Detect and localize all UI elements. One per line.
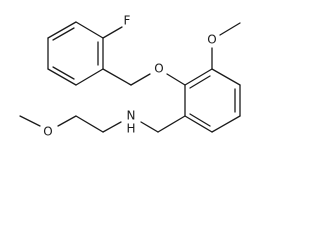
bond-o-ring [166,73,186,86]
bond-c-f [102,26,123,39]
bond-ch2-ch2 [75,115,104,133]
molecule-drawing: F O O N H O [19,14,241,139]
bond-ch2-n [140,121,159,133]
bond [47,68,77,86]
double-bond-inner [189,113,211,127]
bond-n-ch2 [102,121,122,133]
bond [211,68,241,86]
double-bond-inner [52,27,75,41]
bond-ch2-o [57,115,77,127]
amine-nitrogen-label: N [127,109,136,123]
bond [75,68,104,86]
bond [75,21,104,39]
bond-ring-ch2 [102,68,132,86]
ether-oxygen-label: O [154,62,163,76]
bond [211,115,241,133]
fluorophenyl-ring [47,21,104,86]
fluorine-atom-label: F [124,14,131,28]
chain-oxygen-label: O [43,125,52,139]
bond [184,68,213,86]
double-bond-inner [189,75,211,89]
amine-hydrogen-label: H [126,122,135,136]
bond-ring-ch2n [157,115,186,133]
structure-diagram: F O O N H O [19,14,241,139]
methoxy-oxygen-label: O [207,33,216,47]
bond-ch2-o [130,73,151,86]
bond [47,21,77,39]
bond [184,115,213,133]
methoxyphenyl-ring [184,68,241,133]
double-bond-inner [52,66,75,80]
bond-o-methyl-terminal [19,115,41,127]
bond-o-methyl [219,22,241,36]
